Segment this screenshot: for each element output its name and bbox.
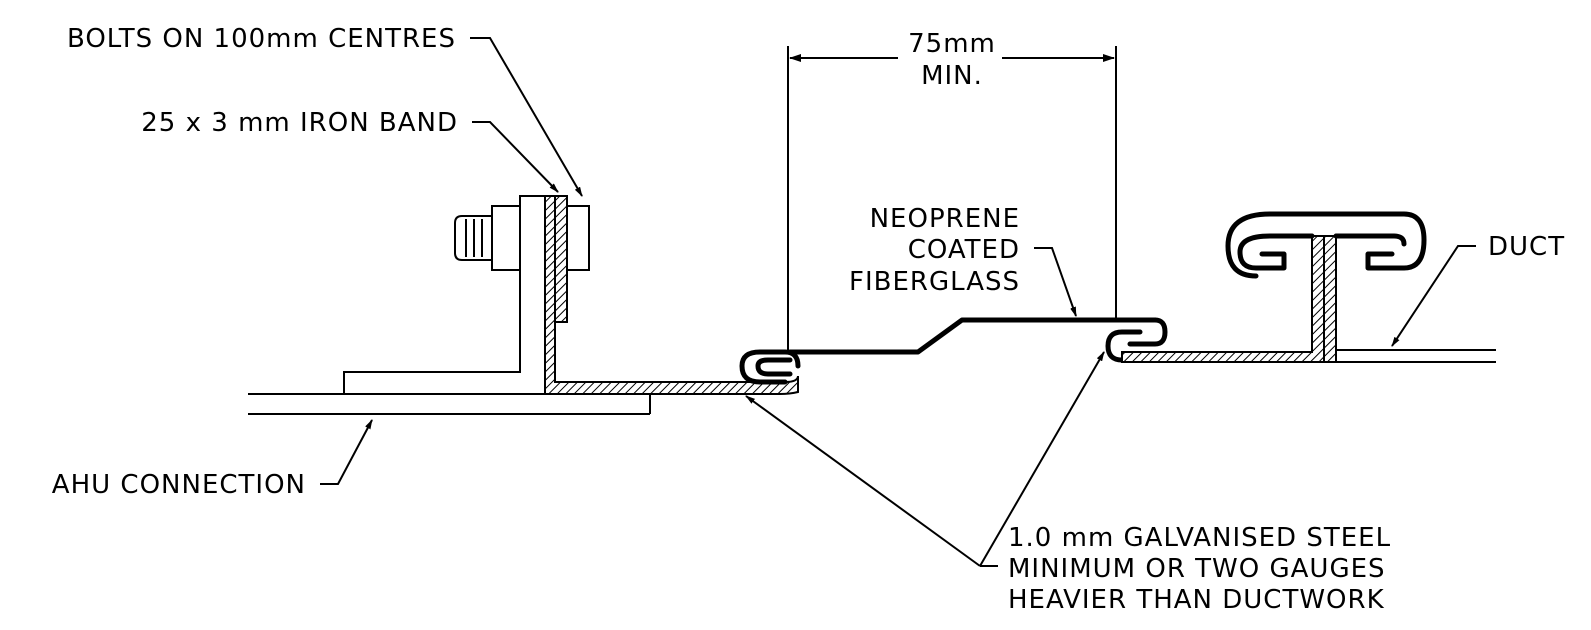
dimension-75mm xyxy=(787,46,1117,352)
bolts-label: BOLTS ON 100mm CENTRES xyxy=(67,24,456,54)
duct-label: DUCT xyxy=(1488,232,1565,262)
neoprene-label-line1: NEOPRENE xyxy=(870,204,1020,234)
leader-neoprene xyxy=(1034,247,1077,317)
steel-label-line2: MINIMUM OR TWO GAUGES xyxy=(1008,554,1386,584)
dimension-value-label: 75mm xyxy=(908,29,996,59)
ahu-connection-label: AHU CONNECTION xyxy=(52,470,306,500)
iron-band xyxy=(554,195,568,323)
neoprene-label-line3: FIBERGLASS xyxy=(849,267,1020,297)
leader-galvanised-steel xyxy=(745,351,1105,567)
ahu-casing xyxy=(248,393,651,415)
neoprene-coated-fiberglass xyxy=(787,317,1158,355)
leader-bolts xyxy=(470,37,583,197)
iron-band-label: 25 x 3 mm IRON BAND xyxy=(141,108,458,138)
leader-duct xyxy=(1391,245,1476,347)
leader-ahu-connection xyxy=(320,419,373,485)
neoprene-label-line2: COATED xyxy=(908,235,1020,265)
leader-iron-band xyxy=(472,121,559,193)
duct-wall xyxy=(1336,349,1496,363)
left-seam-lock xyxy=(739,349,801,385)
dimension-note-label: MIN. xyxy=(921,61,983,91)
steel-label-line1: 1.0 mm GALVANISED STEEL xyxy=(1008,523,1391,553)
duct-flange-cleat xyxy=(1225,211,1427,363)
right-seam-lock xyxy=(1105,317,1168,363)
steel-label-line3: HEAVIER THAN DUCTWORK xyxy=(1008,585,1385,615)
bolt-assembly xyxy=(454,205,590,271)
